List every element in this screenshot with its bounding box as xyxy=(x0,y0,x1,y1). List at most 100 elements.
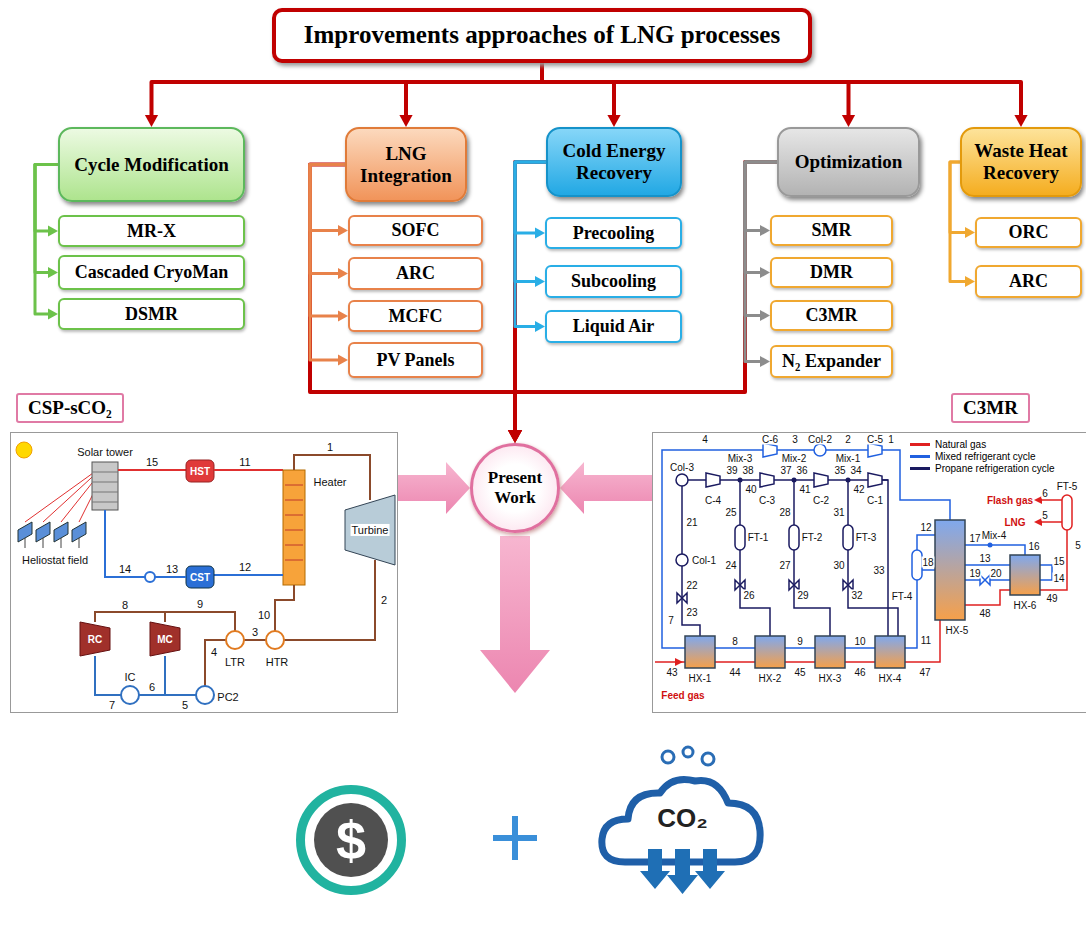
part-label: Col-1 xyxy=(691,555,717,566)
csp-sco2-plant xyxy=(79,538,80,548)
csp-sco2-plant xyxy=(214,469,283,471)
part-label: Feed gas xyxy=(660,690,705,701)
csp-sco2-plant xyxy=(285,530,303,531)
connector xyxy=(560,462,652,514)
arrow-head xyxy=(48,309,58,320)
connector xyxy=(145,63,542,127)
c3mr-process xyxy=(789,580,799,590)
arrow-head xyxy=(508,430,522,443)
node-text: $ xyxy=(314,803,388,877)
arrow-head xyxy=(508,430,522,443)
connector-line xyxy=(515,162,546,327)
part-label: 36 xyxy=(795,465,808,476)
legend-line xyxy=(910,443,930,446)
part-label: 29 xyxy=(796,590,809,601)
part-label: HX-1 xyxy=(688,673,713,684)
part-label: HX-3 xyxy=(818,673,843,684)
c3mr-process xyxy=(875,636,905,668)
part-label: Col-2 xyxy=(807,434,833,445)
part-label: 11 xyxy=(920,635,932,646)
csp-sco2-plant xyxy=(92,472,118,502)
connector xyxy=(542,63,855,127)
c3mr-process xyxy=(735,525,745,550)
arrow-head xyxy=(48,267,58,278)
csp-sco2-plant xyxy=(43,538,44,548)
c3mr-process xyxy=(868,473,882,487)
csp-sco2-plant xyxy=(285,500,303,501)
part-label: 42 xyxy=(852,484,865,495)
method-box: Cascaded CryoMan xyxy=(58,255,245,290)
csp-sco2-plant xyxy=(214,574,283,576)
method-box: SMR xyxy=(770,215,893,246)
part-label: RC xyxy=(88,634,102,645)
part-label: 26 xyxy=(742,590,755,601)
part-label: Solar tower xyxy=(76,446,134,458)
panel-heading: C3MR xyxy=(951,393,1030,423)
csp-sco2-plant xyxy=(92,472,118,473)
connector xyxy=(310,165,348,322)
c3mr-process xyxy=(676,474,688,486)
part-label: 30 xyxy=(832,560,845,571)
illustration-panel: C3MR xyxy=(652,432,1086,713)
c3mr-process xyxy=(685,636,715,668)
part-label: HTR xyxy=(265,656,290,668)
arrow-head xyxy=(760,225,770,236)
csp-sco2-plant xyxy=(18,522,86,542)
method-box: ARC xyxy=(348,257,483,290)
part-label: 7 xyxy=(667,615,675,626)
part-label: 5 xyxy=(181,699,189,711)
csp-sco2-plant xyxy=(196,686,214,704)
part-label: 47 xyxy=(918,667,931,678)
node-text: DMR xyxy=(810,262,853,283)
legend-line xyxy=(910,455,930,458)
part-label: 35 xyxy=(833,465,846,476)
c3mr-process xyxy=(814,473,828,487)
method-box: Subcooling xyxy=(545,265,682,298)
node-text: SMR xyxy=(812,220,852,241)
part-label: 12 xyxy=(919,522,932,533)
connector xyxy=(398,462,470,514)
c3mr-process xyxy=(1010,555,1040,595)
c3mr-process xyxy=(814,444,826,456)
csp-sco2-plant xyxy=(165,656,196,695)
c3mr-process xyxy=(735,580,745,590)
method-box: ARC xyxy=(975,265,1082,298)
part-label: 15 xyxy=(1052,556,1065,567)
arrow-head xyxy=(508,430,522,443)
category-box: LNG Integration xyxy=(345,127,467,202)
method-box: ORC xyxy=(975,217,1082,248)
c3mr-process xyxy=(740,550,770,636)
arrow-head xyxy=(535,228,545,239)
connector-line xyxy=(515,162,546,282)
c3mr-process xyxy=(815,636,845,668)
emission-icon: CO₂ xyxy=(590,745,775,895)
c3mr-process xyxy=(793,480,795,525)
connector xyxy=(310,165,348,237)
node-text: MCFC xyxy=(389,306,443,327)
cloud-outline xyxy=(695,849,725,889)
part-label: Mix-4 xyxy=(981,530,1007,541)
part-label: Mix-2 xyxy=(781,453,807,464)
csp-sco2-plant xyxy=(16,442,395,704)
part-label: Flash gas xyxy=(986,495,1034,506)
connector xyxy=(310,165,348,366)
method-box: Precooling xyxy=(545,217,682,249)
connector-line xyxy=(515,162,546,233)
c3mr-process xyxy=(760,473,774,487)
part-label: 28 xyxy=(778,507,791,518)
csp-sco2-plant xyxy=(283,470,305,585)
c3mr-process xyxy=(739,480,741,525)
legend-text: Natural gas xyxy=(935,439,986,450)
node-text: Optimization xyxy=(795,151,903,173)
method-box: Liquid Air xyxy=(545,310,682,343)
csp-sco2-plant xyxy=(205,640,226,686)
csp-sco2-plant xyxy=(25,538,26,548)
c3mr-process xyxy=(681,486,683,554)
node-text: C3MR xyxy=(806,305,858,326)
cloud-outline xyxy=(667,849,698,894)
c3mr-process xyxy=(676,554,688,566)
part-label: C-1 xyxy=(866,495,884,506)
connector-line xyxy=(35,165,58,273)
part-label: MC xyxy=(157,634,173,645)
present-work-circle: Present Work xyxy=(470,443,560,533)
